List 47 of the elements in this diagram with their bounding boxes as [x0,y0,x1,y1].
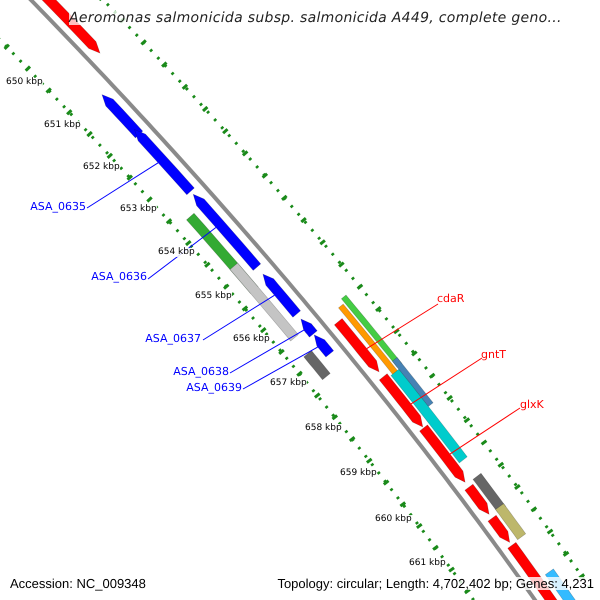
leader-line [366,304,438,350]
gene-label: glxK [520,399,544,410]
leader-line [86,162,159,208]
gene-feature [300,318,318,338]
gene-label: ASA_0635 [30,201,86,212]
scale-label: 658 kbp [305,424,342,433]
scale-label: 659 kbp [340,469,377,478]
gene-feature [262,274,301,318]
gene-feature [495,503,526,540]
gene-feature [392,356,434,407]
scale-label: 654 kbp [158,248,195,257]
scale-label: 660 kbp [375,515,412,524]
scale-label: 656 kbp [233,335,270,344]
scale-label: 661 kbp [409,559,446,568]
map-title: Aeromonas salmonicida subsp. salmonicida A449, complete geno... [69,11,562,25]
gene-label: ASA_0639 [186,382,242,393]
gene-feature [419,424,466,483]
gene-feature [230,262,299,342]
scale-label: 650 kbp [6,78,43,87]
accession-text: Accession: NC_009348 [10,577,146,590]
gene-feature [464,484,490,515]
leader-line [450,408,520,455]
gene-feature [378,373,424,428]
gene-label: gntT [481,349,506,360]
leader-line [202,294,275,340]
leader-line [230,330,304,374]
genome-info-text: Topology: circular; Length: 4,702,402 bp; Genes: 4,231 [277,577,594,590]
gene-feature [314,334,334,358]
leader-line [148,227,216,280]
scale-label: 655 kbp [195,292,232,301]
leader-line [410,358,482,404]
gene-feature [192,194,262,271]
scale-label: 651 kbp [44,121,81,130]
gene-feature [334,318,380,372]
gene-feature [390,368,468,464]
scale-label: 657 kbp [270,379,307,388]
scale-label: 652 kbp [83,163,120,172]
gene-feature [102,94,144,138]
leader-line [242,346,318,390]
gene-feature [134,128,195,196]
gene-label: ASA_0638 [173,366,229,377]
scale-label: 653 kbp [120,205,157,214]
gene-feature [488,514,510,543]
gene-label: ASA_0637 [145,333,201,344]
gene-label: cdaR [437,293,464,304]
gene-label: ASA_0636 [91,271,147,282]
gene-feature [338,304,400,377]
